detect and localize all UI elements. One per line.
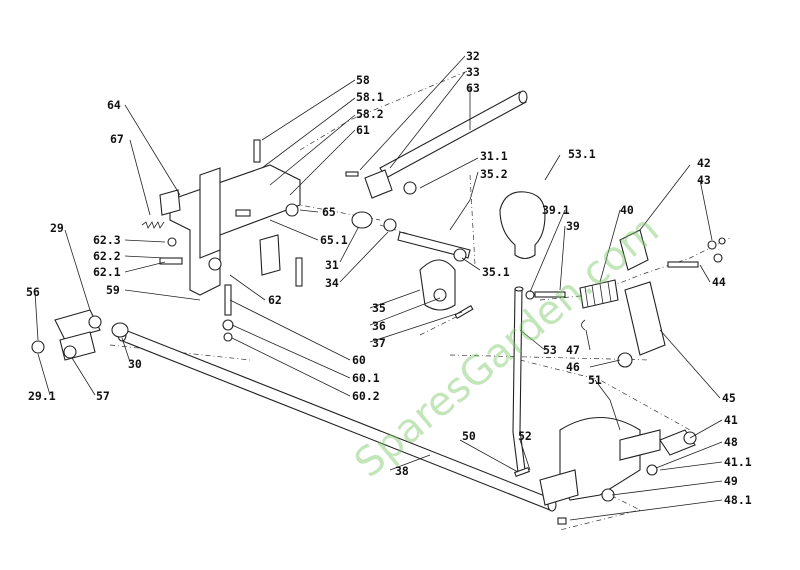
label-39-1: 39.1 — [542, 203, 570, 217]
label-44: 44 — [712, 275, 726, 289]
label-43: 43 — [697, 173, 711, 187]
part-labels: 58 58.1 58.2 61 64 67 32 33 63 31.1 53.1… — [26, 49, 752, 507]
label-41-1: 41.1 — [724, 455, 752, 469]
label-32: 32 — [466, 49, 480, 63]
label-62-2: 62.2 — [93, 249, 121, 263]
label-60-2: 60.2 — [352, 389, 380, 403]
label-38: 38 — [395, 464, 409, 478]
label-62-1: 62.1 — [93, 265, 121, 279]
label-60-1: 60.1 — [352, 371, 380, 385]
label-33: 33 — [466, 65, 480, 79]
label-62-3: 62.3 — [93, 233, 121, 247]
spring-part-67 — [141, 221, 165, 229]
label-53-1: 53.1 — [568, 147, 596, 161]
cam-part-36 — [419, 259, 456, 311]
label-39: 39 — [566, 219, 580, 233]
label-59: 59 — [106, 283, 120, 297]
label-31: 31 — [325, 258, 339, 272]
label-45: 45 — [722, 391, 736, 405]
leader-lines — [34, 55, 723, 521]
spring-part-40 — [579, 279, 619, 309]
label-65-1: 65.1 — [320, 233, 348, 247]
label-52: 52 — [518, 429, 532, 443]
label-56: 56 — [26, 285, 40, 299]
label-41: 41 — [724, 413, 738, 427]
bolt-part-39 — [525, 290, 566, 300]
label-51: 51 — [588, 373, 602, 387]
pin-part-32 — [345, 171, 359, 177]
nut-part-56 — [31, 340, 45, 354]
label-47: 47 — [566, 343, 580, 357]
arm-part-45 — [617, 229, 666, 368]
lever-tube-part-63 — [364, 90, 528, 199]
label-29-1: 29.1 — [28, 389, 56, 403]
label-67: 67 — [110, 132, 124, 146]
label-65: 65 — [322, 205, 336, 219]
bushing-part-31 — [351, 211, 397, 232]
label-61: 61 — [356, 123, 370, 137]
pin-part-50 — [514, 467, 530, 477]
label-57: 57 — [96, 389, 110, 403]
clevis-part-29 — [54, 309, 102, 361]
label-30: 30 — [128, 357, 142, 371]
label-37: 37 — [372, 336, 386, 350]
rod-end-part-41 — [659, 429, 697, 456]
pin-part-48-1 — [557, 517, 567, 525]
main-bracket-part-64 — [159, 164, 301, 296]
label-46: 46 — [566, 360, 580, 374]
pin-part-37 — [454, 305, 474, 319]
label-42: 42 — [697, 156, 711, 170]
bolt-part-44 — [667, 253, 723, 268]
label-35-1: 35.1 — [482, 265, 510, 279]
label-35: 35 — [372, 301, 386, 315]
label-48: 48 — [724, 435, 738, 449]
label-58-1: 58.1 — [356, 90, 384, 104]
sector-plate-part-51 — [539, 416, 661, 506]
label-58: 58 — [356, 73, 370, 87]
label-35-2: 35.2 — [480, 167, 508, 181]
label-63: 63 — [466, 81, 480, 95]
label-40: 40 — [620, 203, 634, 217]
label-64: 64 — [107, 98, 121, 112]
label-48-1: 48.1 — [724, 493, 752, 507]
label-50: 50 — [462, 429, 476, 443]
label-34: 34 — [325, 276, 339, 290]
shaft-part-35 — [397, 231, 471, 262]
bushing-part-30 — [111, 322, 129, 338]
label-62: 62 — [268, 293, 282, 307]
bracket-bolts — [159, 139, 303, 342]
clip-part-47 — [581, 319, 586, 331]
label-49: 49 — [724, 474, 738, 488]
label-58-2: 58.2 — [356, 107, 384, 121]
knob-part-53-1 — [499, 191, 546, 260]
label-60: 60 — [352, 353, 366, 367]
nut-part-48 — [646, 464, 658, 476]
label-53: 53 — [543, 343, 557, 357]
label-31-1: 31.1 — [480, 149, 508, 163]
label-36: 36 — [372, 319, 386, 333]
washers-part-43 — [707, 237, 726, 250]
washer-part-31-1 — [403, 181, 417, 195]
label-29: 29 — [50, 221, 64, 235]
